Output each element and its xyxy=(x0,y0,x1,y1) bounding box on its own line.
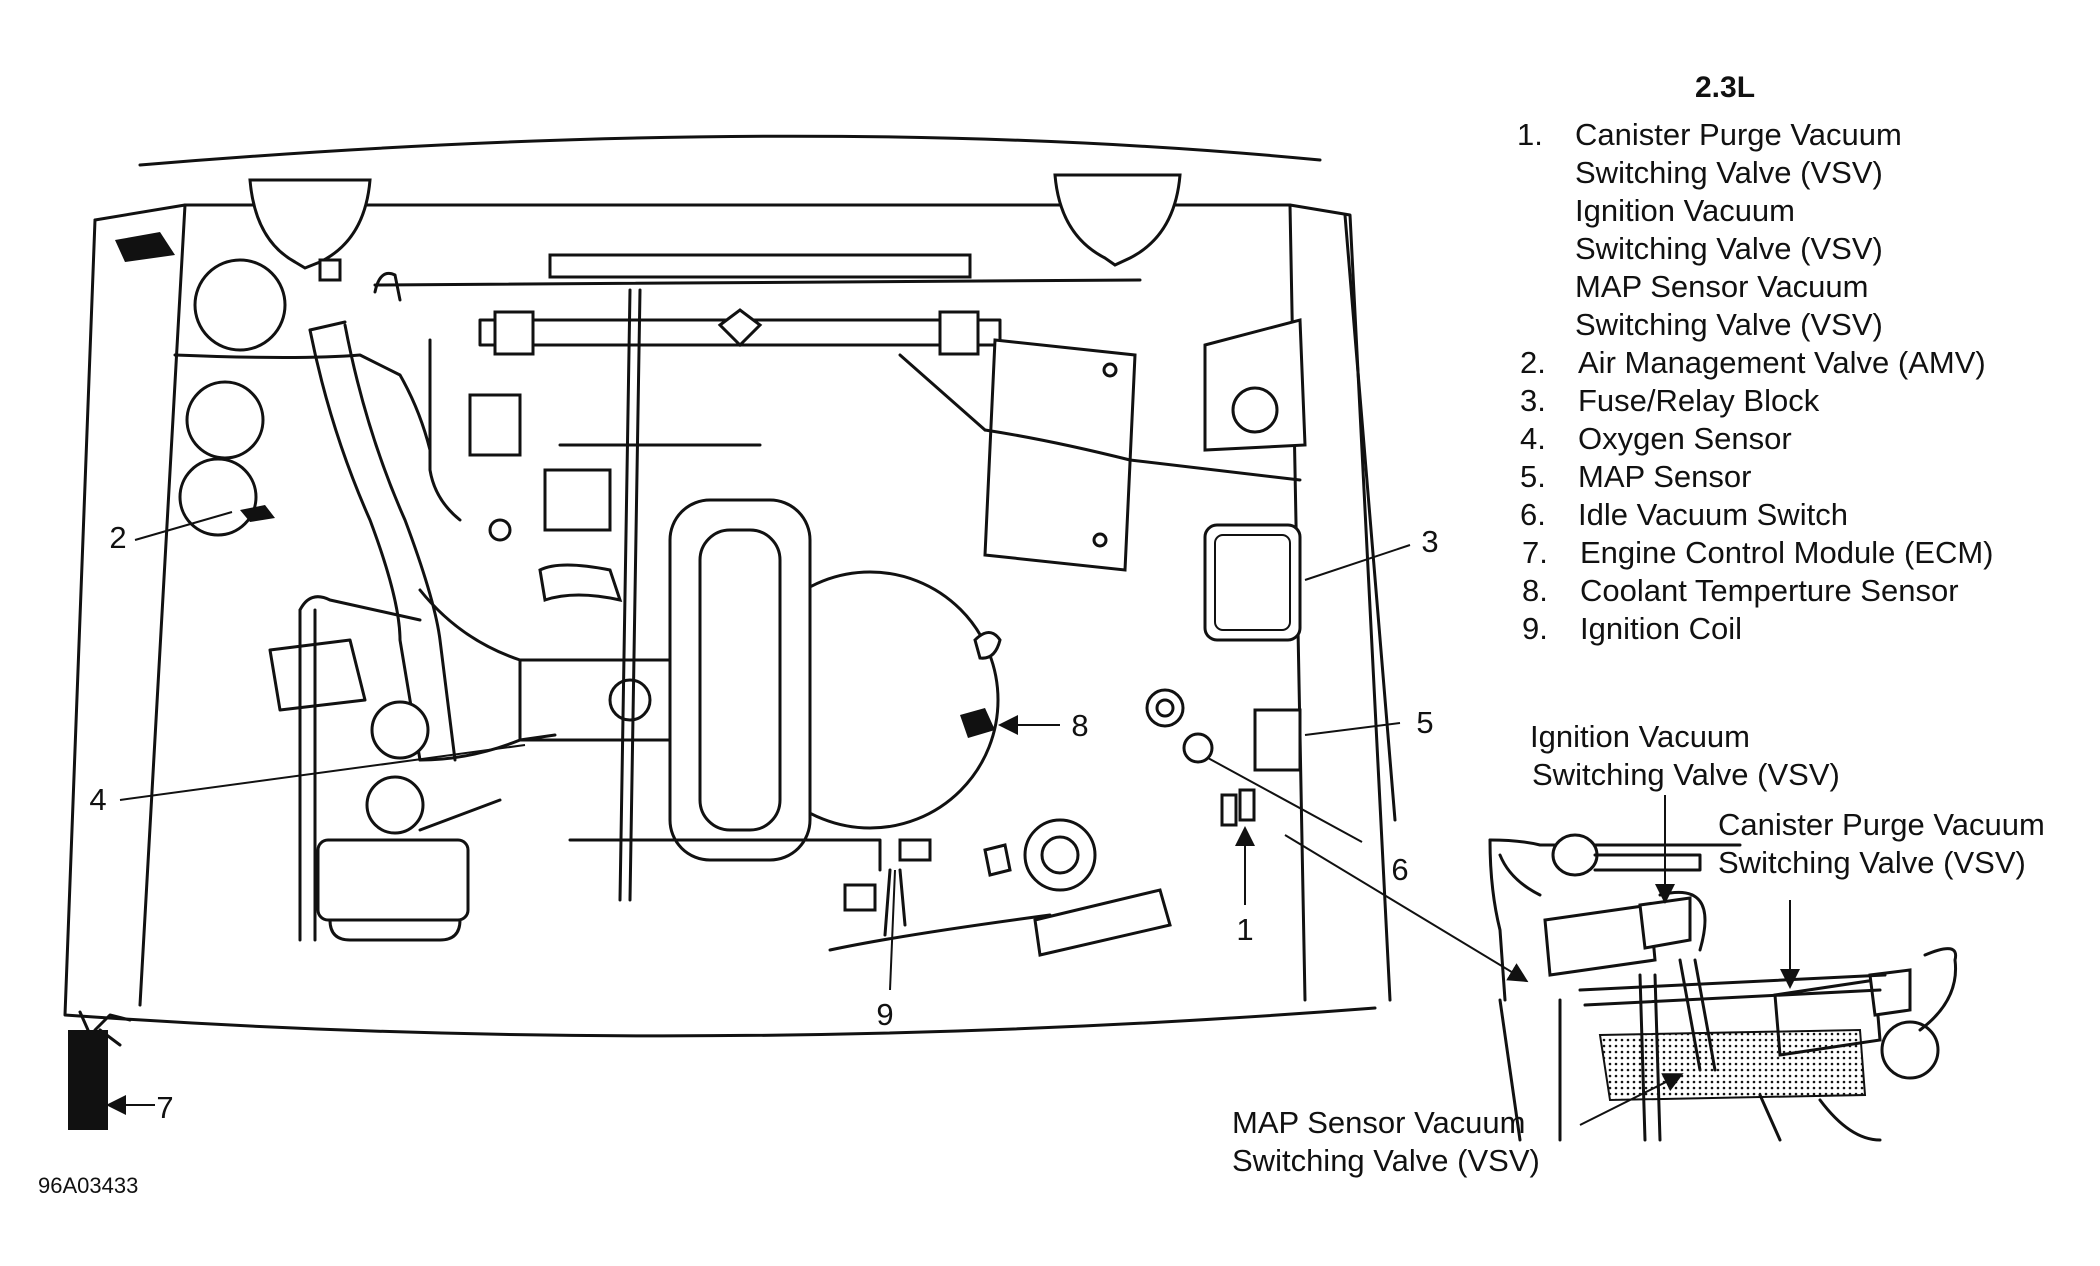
callout-2: 2 xyxy=(109,520,126,555)
callout-3: 3 xyxy=(1421,524,1438,559)
legend-item-1-line-5: MAP Sensor Vacuum xyxy=(1575,269,1869,304)
legend-item-1-line-6: Switching Valve (VSV) xyxy=(1575,307,1883,342)
callout-6: 6 xyxy=(1391,852,1408,887)
strut-plate xyxy=(983,338,1137,572)
callout-7: 7 xyxy=(156,1090,173,1125)
legend-item-7-label: Engine Control Module (ECM) xyxy=(1580,535,1994,570)
legend-item-1-line-3: Ignition Vacuum xyxy=(1575,193,1795,228)
callout-5: 5 xyxy=(1416,705,1433,740)
ecm-connector xyxy=(68,1030,108,1130)
battery xyxy=(316,838,470,922)
legend-item-2-number: 2. xyxy=(1520,345,1546,380)
detail-map-vsv-line-1: MAP Sensor Vacuum xyxy=(1232,1105,1526,1140)
leader-lines xyxy=(106,511,1529,1115)
legend-item-6-label: Idle Vacuum Switch xyxy=(1578,497,1848,532)
reservoir-3 xyxy=(178,457,258,537)
legend-item-8-label: Coolant Temperture Sensor xyxy=(1580,573,1959,608)
legend-item-7-number: 7. xyxy=(1522,535,1548,570)
reservoir-1 xyxy=(193,258,287,352)
callout-numbers: 1 2 3 4 5 6 7 8 9 xyxy=(89,520,1438,1125)
leader-4 xyxy=(119,744,526,801)
leader-6 xyxy=(1207,757,1363,843)
ignition-coil xyxy=(898,838,932,862)
legend-item-1-number: 1. xyxy=(1517,117,1543,152)
vsv-detail-inset: Ignition Vacuum Switching Valve (VSV) Ca… xyxy=(1232,719,2045,1178)
leader-3 xyxy=(1304,544,1411,581)
map-sensor xyxy=(1253,708,1302,772)
legend-item-1-line-1: Canister Purge Vacuum xyxy=(1575,117,1902,152)
detail-canister-vsv-line-2: Switching Valve (VSV) xyxy=(1718,845,2026,880)
legend-item-3-label: Fuse/Relay Block xyxy=(1578,383,1820,418)
headlight-left xyxy=(248,178,372,282)
headlight-right xyxy=(1053,173,1182,267)
leader-5 xyxy=(1304,722,1401,736)
map-vsv-body xyxy=(1598,1028,1867,1102)
legend-item-1-line-2: Switching Valve (VSV) xyxy=(1575,155,1883,190)
callout-4: 4 xyxy=(89,782,106,817)
callout-8: 8 xyxy=(1071,708,1088,743)
leader-map-vsv xyxy=(1579,1073,1684,1126)
legend-item-4-label: Oxygen Sensor xyxy=(1578,421,1792,456)
legend-item-9-label: Ignition Coil xyxy=(1580,611,1742,646)
detail-ignition-vsv-line-2: Switching Valve (VSV) xyxy=(1532,757,1840,792)
legend-item-5-label: MAP Sensor xyxy=(1578,459,1751,494)
detail-ignition-vsv-line-1: Ignition Vacuum xyxy=(1530,719,1750,754)
leader-detail xyxy=(1284,834,1529,983)
legend-item-5-number: 5. xyxy=(1520,459,1546,494)
legend-item-6-number: 6. xyxy=(1520,497,1546,532)
engine-compartment-drawing xyxy=(63,134,1397,1130)
leader-9 xyxy=(889,869,896,991)
detail-canister-vsv-line-1: Canister Purge Vacuum xyxy=(1718,807,2045,842)
detail-map-vsv-line-2: Switching Valve (VSV) xyxy=(1232,1143,1540,1178)
legend-item-4-number: 4. xyxy=(1520,421,1546,456)
legend-item-2-label: Air Management Valve (AMV) xyxy=(1578,345,1986,380)
legend-item-8-number: 8. xyxy=(1522,573,1548,608)
legend-item-1-line-4: Switching Valve (VSV) xyxy=(1575,231,1883,266)
reservoir-2 xyxy=(185,380,265,460)
idle-vacuum-switch xyxy=(1182,732,1214,764)
callout-9: 9 xyxy=(876,997,893,1032)
legend-item-3-number: 3. xyxy=(1520,383,1546,418)
fuse-relay-block xyxy=(1203,523,1302,642)
callout-1: 1 xyxy=(1236,912,1253,947)
figure-code: 96A03433 xyxy=(38,1173,138,1198)
amv-connector xyxy=(240,505,275,522)
legend: 2.3L 1. Canister Purge Vacuum Switching … xyxy=(1517,71,1994,646)
vsv-group xyxy=(1220,793,1238,827)
leader-2 xyxy=(134,511,233,541)
coolant-temp-sensor xyxy=(960,708,995,738)
legend-item-9-number: 9. xyxy=(1522,611,1548,646)
legend-title: 2.3L xyxy=(1695,71,1755,104)
